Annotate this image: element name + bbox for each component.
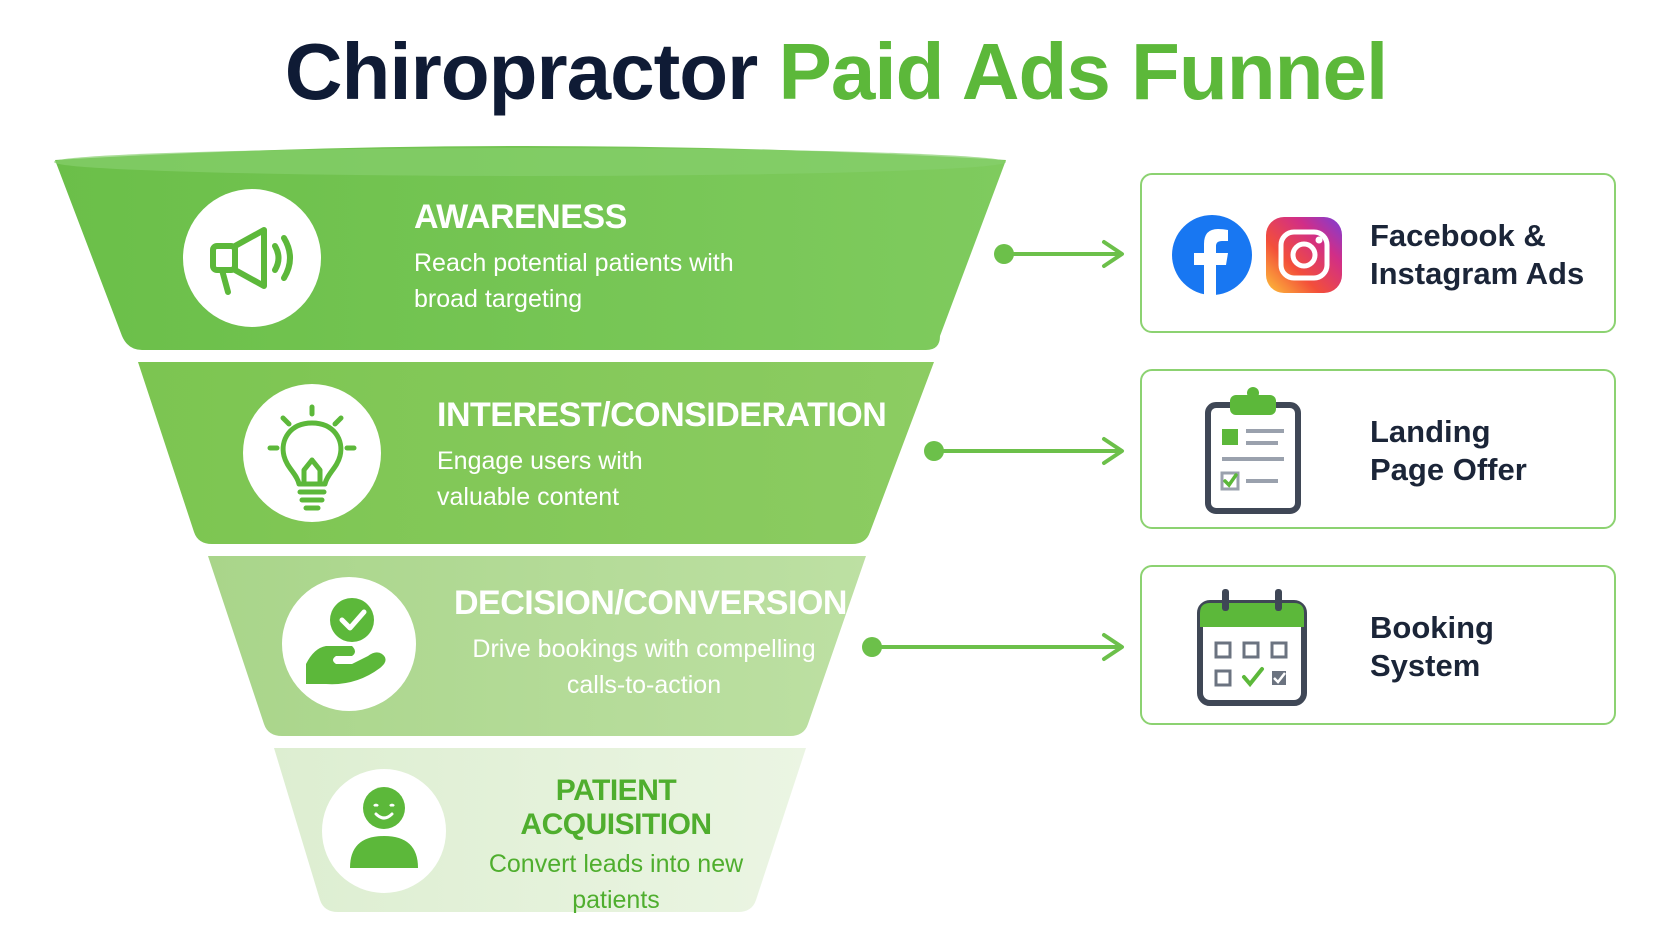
channel-label-line-1: Landing [1370,414,1491,449]
stage-heading: DECISION/CONVERSION [454,584,847,622]
connector-arrow-1 [994,240,1124,268]
calendar-icon [1197,589,1307,706]
channel-card-booking: Booking System [1140,565,1616,725]
instagram-icon [1266,217,1342,293]
channel-label: Landing Page Offer [1370,413,1600,489]
stage-icon-circle [282,577,416,711]
stage-icon-circle [243,384,381,522]
stage-heading: PATIENT ACQUISITION [520,774,712,841]
stage-icon-circle [183,189,321,327]
title-part-2: Paid Ads Funnel [778,27,1388,116]
stage-heading: AWARENESS [414,198,627,236]
person-icon [350,787,418,868]
megaphone-icon [210,227,293,295]
stage-description: Convert leads into new patients [488,850,744,914]
page-title: Chiropractor Paid Ads Funnel [0,22,1672,122]
connector-arrow-2 [924,437,1124,465]
channel-label-line-2: Instagram Ads [1370,256,1585,291]
channel-label-line-2: Page Offer [1370,452,1527,487]
title-part-1: Chiropractor [284,27,758,116]
channel-label: Facebook & Instagram Ads [1370,217,1600,293]
stage-decision-text: DECISION/CONVERSION Drive bookings with … [454,584,847,703]
stage-description: Reach potential patients with broad targ… [414,249,734,313]
stage-acquisition-text: PATIENT ACQUISITION Convert leads into n… [466,774,766,918]
stage-description: Engage users with valuable content [437,447,643,511]
channel-label-line-2: System [1370,648,1481,683]
channel-label: Booking System [1370,609,1600,685]
channel-label-line-1: Facebook & [1370,218,1546,253]
channel-label-line-1: Booking [1370,610,1494,645]
clipboard-icon [1205,387,1301,514]
stage-awareness-text: AWARENESS Reach potential patients with … [414,198,774,317]
facebook-icon [1172,215,1252,295]
channel-card-landing-page: Landing Page Offer [1140,369,1616,529]
connector-arrow-3 [862,633,1124,661]
stage-heading: INTEREST/CONSIDERATION [437,396,887,434]
funnel-rim [54,148,1006,176]
stage-description: Drive bookings with compelling calls-to-… [472,635,816,699]
channel-card-social-ads: Facebook & Instagram Ads [1140,173,1616,333]
lightbulb-icon [267,404,357,511]
hand-checkmark-icon [306,598,386,685]
stage-interest-text: INTEREST/CONSIDERATION Engage users with… [437,396,887,515]
